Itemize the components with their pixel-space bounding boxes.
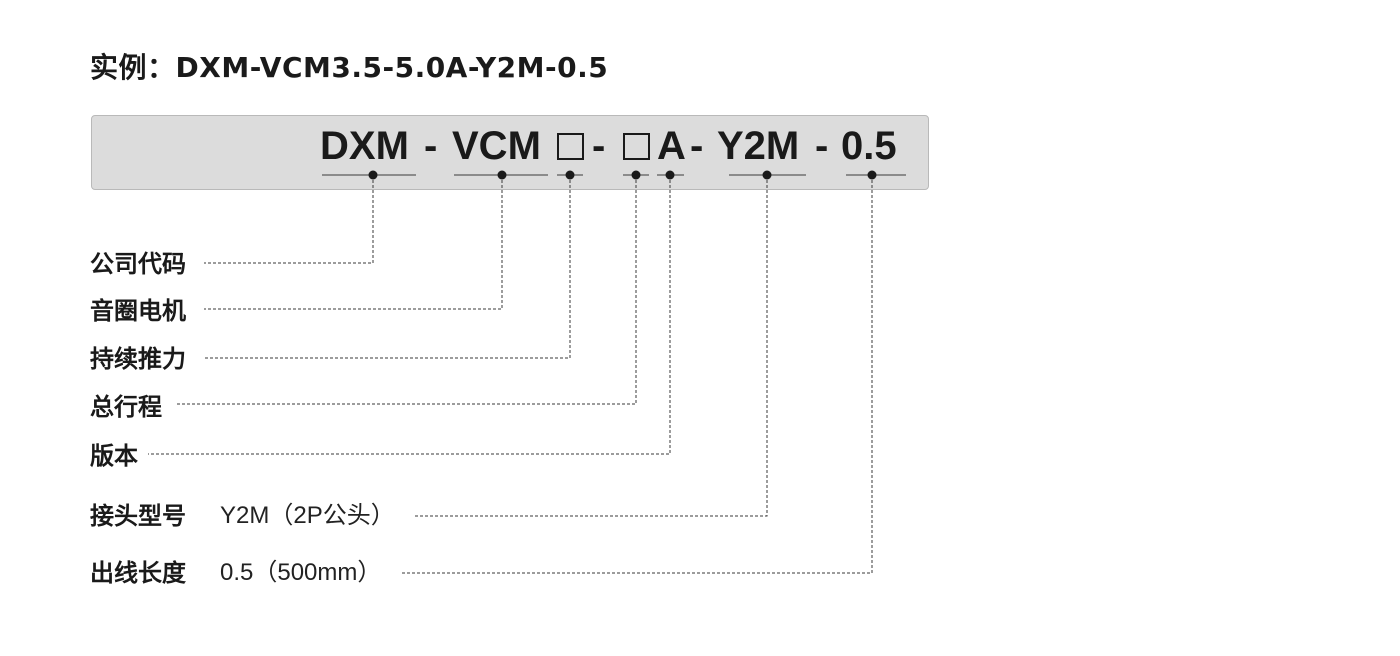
legend-connector-label: 接头型号 xyxy=(90,502,186,530)
code-connector: Y2M xyxy=(717,124,800,168)
legend-force-label: 持续推力 xyxy=(90,345,186,373)
code-force-placeholder xyxy=(557,133,584,160)
leader-force xyxy=(204,175,571,359)
code-company: DXM xyxy=(320,124,409,168)
code-stroke-placeholder xyxy=(623,133,650,160)
legend-cable-label: 出线长度 xyxy=(90,559,186,587)
leader-cable xyxy=(402,175,873,574)
legend-stroke-label: 总行程 xyxy=(90,393,162,421)
leader-stroke xyxy=(176,175,637,405)
legend-cable-value: 0.5（500mm） xyxy=(220,559,382,586)
code-box xyxy=(91,115,929,190)
legend-company-label: 公司代码 xyxy=(90,250,186,278)
legend-connector-value: Y2M（2P公头） xyxy=(220,502,395,529)
dot-stroke xyxy=(631,170,641,180)
leader-connector xyxy=(414,175,768,517)
leader-company xyxy=(204,175,374,264)
legend-motor-label: 音圈电机 xyxy=(90,297,186,325)
code-motor: VCM xyxy=(452,124,541,168)
dot-force xyxy=(565,170,575,180)
code-sep-2: - xyxy=(592,124,606,168)
code-sep-4: - xyxy=(815,124,829,168)
dot-motor xyxy=(497,170,507,180)
leader-motor xyxy=(204,175,503,310)
code-cable: 0.5 xyxy=(841,124,897,168)
code-version: A xyxy=(657,124,686,168)
leader-version xyxy=(148,175,671,455)
legend-version-label: 版本 xyxy=(90,442,138,470)
dot-cable xyxy=(867,170,877,180)
code-sep-1: - xyxy=(424,124,438,168)
dot-company xyxy=(368,170,378,180)
example-title: 实例：DXM-VCM3.5-5.0A-Y2M-0.5 xyxy=(90,51,609,84)
dot-connector xyxy=(762,170,772,180)
code-sep-3: - xyxy=(690,124,704,168)
dot-version xyxy=(665,170,675,180)
